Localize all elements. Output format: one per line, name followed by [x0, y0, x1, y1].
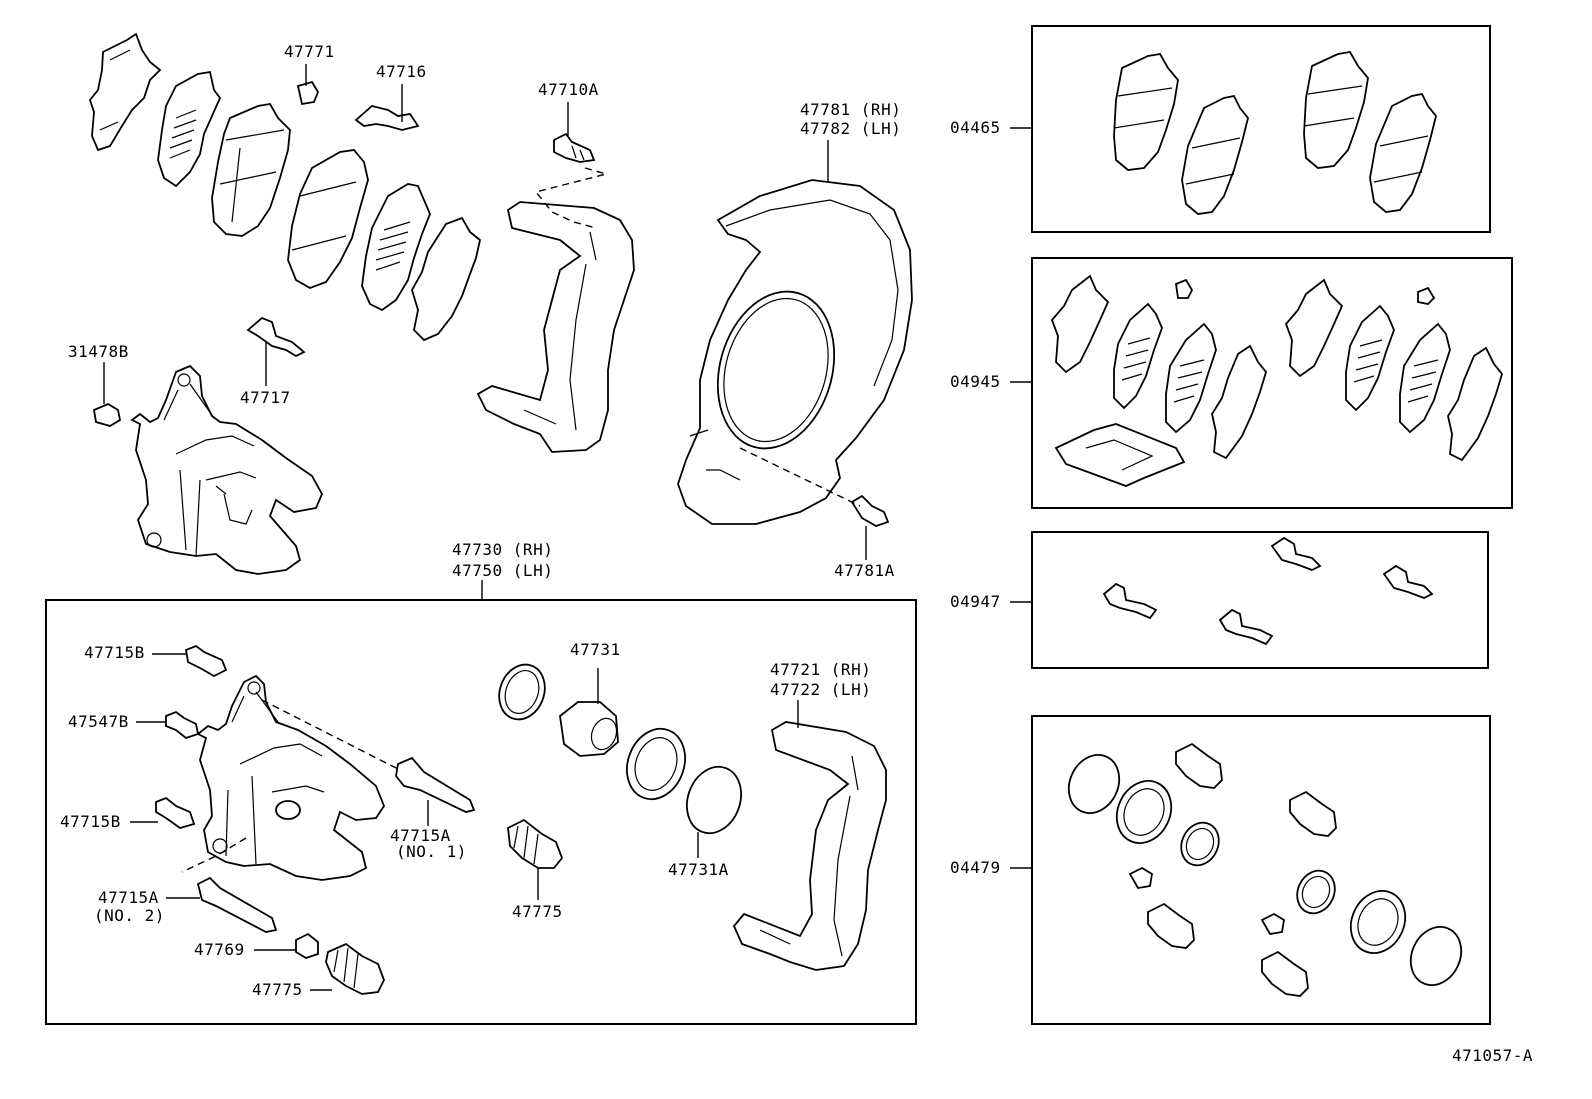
label-47775-mid: 47775 — [512, 902, 563, 921]
label-47710A: 47710A — [538, 80, 599, 99]
torque-plate-top — [476, 201, 635, 453]
kit-04479-seals — [1067, 742, 1463, 997]
label-47717: 47717 — [240, 388, 291, 407]
bleeder-cap-31478B — [92, 402, 122, 427]
caliper-top — [130, 364, 324, 575]
pad-shim-outer-right — [411, 216, 482, 342]
dust-boot-ring — [626, 727, 686, 801]
brake-pad-outer — [287, 149, 369, 289]
label-kit-04479: 04479 — [950, 858, 1001, 877]
boot-47775-mid — [507, 818, 564, 900]
bolt-47547B — [136, 710, 200, 740]
pad-shim-outer-left — [88, 32, 162, 152]
bushing-47769 — [254, 932, 319, 959]
shim-plate-47716 — [354, 105, 420, 131]
seal-ring-47731-seal — [498, 663, 546, 721]
label-31478B: 31478B — [68, 342, 129, 361]
kit-box-04947 — [1031, 531, 1489, 669]
caliper-lower — [181, 674, 401, 881]
label-47769: 47769 — [194, 940, 245, 959]
label-kit-04945: 04945 — [950, 372, 1001, 391]
kit-04945-shims — [1050, 274, 1503, 487]
diagram-id: 471057-A — [1452, 1046, 1534, 1065]
label-47731: 47731 — [570, 640, 621, 659]
dust-shield-47781 — [677, 179, 913, 525]
label-47721-rh: 47721 (RH) — [770, 660, 872, 679]
kit-04947-clips — [1102, 536, 1434, 646]
pad-shim-inner-right — [361, 183, 431, 312]
label-47750-lh: 47750 (LH) — [452, 561, 554, 580]
bolt-47715B-top — [152, 644, 228, 678]
label-47771: 47771 — [284, 42, 335, 61]
boot-47775-bottom — [310, 942, 385, 995]
guide-pin-47715A-no2 — [166, 876, 278, 933]
caliper-assembly-box — [45, 599, 917, 1025]
torque-plate-lower — [732, 700, 887, 971]
piston-47731 — [559, 668, 619, 757]
bolt-47710A — [534, 132, 609, 229]
clip-47717 — [246, 316, 306, 358]
set-ring-47731A — [686, 765, 742, 858]
label-47781A: 47781A — [834, 561, 895, 580]
label-47547B: 47547B — [68, 712, 129, 731]
leader-lines — [103, 64, 867, 560]
label-47715A-no2: 47715A — [98, 888, 159, 907]
label-47731A: 47731A — [668, 860, 729, 879]
label-47715A-no2-note: (NO. 2) — [94, 906, 165, 925]
label-47722-lh: 47722 (LH) — [770, 680, 872, 699]
clip-47771 — [296, 80, 320, 106]
guide-pin-47715A-no1 — [395, 756, 476, 826]
label-47782-lh: 47782 (LH) — [800, 119, 902, 138]
label-47715A-no1-note: (NO. 1) — [396, 842, 467, 861]
kit-box-04479 — [1031, 715, 1491, 1025]
label-47716: 47716 — [376, 62, 427, 81]
pad-shim-inner-left — [157, 70, 222, 188]
label-47781-rh: 47781 (RH) — [800, 100, 902, 119]
label-kit-04947: 04947 — [950, 592, 1001, 611]
label-47715B-mid: 47715B — [60, 812, 121, 831]
label-47715A-no1: 47715A — [390, 826, 451, 845]
label-47715B-top: 47715B — [84, 643, 145, 662]
label-47730-rh: 47730 (RH) — [452, 540, 554, 559]
kit-box-04465 — [1031, 25, 1491, 233]
brake-pad-inner — [211, 103, 291, 237]
bolt-47781A — [850, 494, 890, 527]
bolt-47715B-mid — [130, 796, 196, 829]
kit-box-04945 — [1031, 257, 1513, 509]
label-47775-bottom: 47775 — [252, 980, 303, 999]
label-kit-04465: 04465 — [950, 118, 1001, 137]
kit-04465-pads — [1113, 51, 1437, 215]
